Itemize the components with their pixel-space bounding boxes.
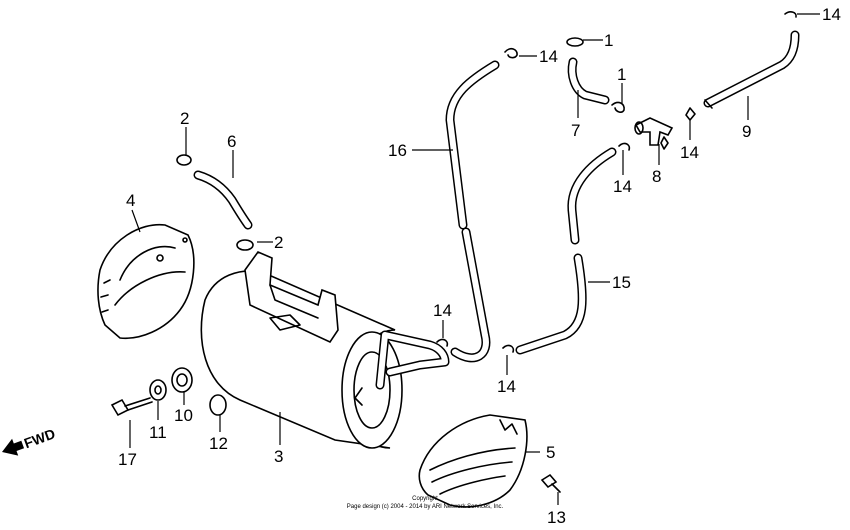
canister-pipe-part[interactable] <box>375 330 450 390</box>
callout-10: 10 <box>174 406 193 425</box>
callout-9: 9 <box>742 122 751 141</box>
clamp-1-upper-part[interactable] <box>566 37 584 47</box>
clamp-14-c-part[interactable] <box>685 107 696 121</box>
leader-lines <box>129 13 820 505</box>
bolt-17-part[interactable] <box>110 397 153 417</box>
canister-part[interactable] <box>200 251 403 449</box>
clamp-14-e-part[interactable] <box>436 338 449 347</box>
clamp-1-lower-part[interactable] <box>611 101 625 113</box>
callout-11: 11 <box>149 423 167 442</box>
screw-13-part[interactable] <box>540 473 561 493</box>
clamp-14-f-part[interactable] <box>502 344 515 353</box>
hose-15-part[interactable] <box>515 147 617 355</box>
callout-2-lower: 2 <box>274 233 283 252</box>
joint-8-part[interactable] <box>634 117 674 146</box>
callout-16: 16 <box>388 141 407 160</box>
hose-6-part[interactable] <box>193 170 253 230</box>
collar-11-part[interactable] <box>149 379 167 401</box>
copyright-line-2: Page design (c) 2004 - 2014 by ARI Netwo… <box>347 504 504 510</box>
callout-7: 7 <box>571 121 580 140</box>
fwd-arrow-icon <box>2 438 25 456</box>
copyright-line-1: Copyright <box>412 496 438 502</box>
grommet-10-part[interactable] <box>171 367 193 393</box>
callout-2-upper: 2 <box>180 109 189 128</box>
left-cover-part[interactable] <box>97 223 195 340</box>
fwd-indicator: FWD <box>2 425 57 456</box>
clamp-14-b-part[interactable] <box>784 11 797 18</box>
clamp-14-g-part[interactable] <box>660 136 669 150</box>
callout-1-upper: 1 <box>604 31 613 50</box>
fwd-label: FWD <box>22 425 57 451</box>
hose-16-part[interactable] <box>445 60 500 363</box>
callout-14-c: 14 <box>680 143 699 162</box>
hose-7-part[interactable] <box>567 57 610 105</box>
callout-12: 12 <box>209 434 228 453</box>
callout-14-d: 14 <box>613 177 632 196</box>
callout-14-f: 14 <box>497 377 516 396</box>
callout-14-b: 14 <box>822 5 841 24</box>
callout-13: 13 <box>547 508 566 527</box>
callout-3: 3 <box>274 447 283 466</box>
callout-4: 4 <box>126 191 135 210</box>
callout-15: 15 <box>612 273 631 292</box>
callout-6: 6 <box>227 132 236 151</box>
callout-8: 8 <box>652 167 661 186</box>
clamp-14-d-part[interactable] <box>618 142 631 151</box>
callout-5: 5 <box>546 443 555 462</box>
pipe-9-part[interactable] <box>703 30 800 109</box>
callout-17: 17 <box>118 450 137 469</box>
right-cover-part[interactable] <box>418 414 528 508</box>
washer-12-part[interactable] <box>209 394 227 416</box>
callout-14-e: 14 <box>433 301 452 320</box>
callout-1-lower: 1 <box>617 65 626 84</box>
clamp-14-a-part[interactable] <box>504 47 518 59</box>
callout-14-a: 14 <box>539 47 558 66</box>
clamp-2-upper-part[interactable] <box>176 154 192 166</box>
clamp-2-lower-part[interactable] <box>236 239 254 251</box>
